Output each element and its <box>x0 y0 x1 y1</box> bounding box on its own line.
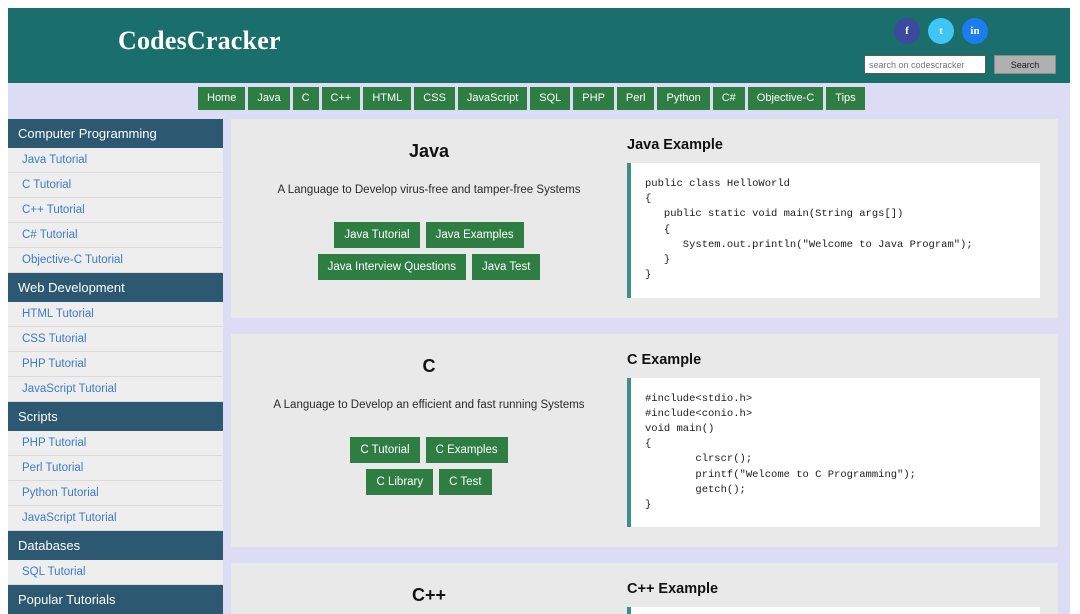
site-logo[interactable]: CodesCracker <box>118 26 281 55</box>
lang-example: Java Example public class HelloWorld { pu… <box>627 119 1058 318</box>
lang-panel-c: C A Language to Develop an efficient and … <box>231 333 1058 548</box>
nav-item-c[interactable]: C++ <box>321 86 361 110</box>
example-title: C Example <box>627 351 702 368</box>
nav-item-home[interactable]: Home <box>198 86 246 110</box>
sidebar-link-html-tutorial[interactable]: HTML Tutorial <box>8 302 223 327</box>
sidebar-link-css-tutorial[interactable]: CSS Tutorial <box>8 327 223 352</box>
sidebar-link-java-tutorial[interactable]: Java Tutorial <box>8 148 223 173</box>
lang-example: C++ Example #include<iostream.h> #include… <box>627 563 1058 614</box>
lang-example: C Example #include<stdio.h> #include<coni… <box>627 334 1058 548</box>
sidebar-link-javascript-tutorial[interactable]: JavaScript Tutorial <box>8 377 223 402</box>
facebook-icon[interactable]: f <box>894 18 920 44</box>
lang-panel-java: Java A Language to Develop virus-free and… <box>231 119 1058 318</box>
lang-description: A Language to Develop an efficient and f… <box>273 398 585 411</box>
sidebar-link-php-tutorial[interactable]: PHP Tutorial <box>8 352 223 377</box>
nav-item-sql[interactable]: SQL <box>530 86 571 110</box>
code-block: #include<iostream.h> #include<conio.h> <box>627 607 1040 614</box>
sidebar-group-web-development: Web Development <box>8 273 223 302</box>
nav-item-tips[interactable]: Tips <box>826 86 865 110</box>
sidebar-link-perl-tutorial[interactable]: Perl Tutorial <box>8 456 223 481</box>
lang-summary: C++A Language to Develop System Software <box>231 563 627 614</box>
sidebar-link-javascript-tutorial[interactable]: JavaScript Tutorial <box>8 506 223 531</box>
lang-button-c-test[interactable]: C Test <box>439 468 492 495</box>
nav-item-c[interactable]: C <box>292 86 319 110</box>
search-button[interactable]: Search <box>994 55 1056 74</box>
nav-item-objective-c[interactable]: Objective-C <box>747 86 824 110</box>
nav-item-perl[interactable]: Perl <box>616 86 655 110</box>
sidebar-link-c-tutorial[interactable]: C Tutorial <box>8 173 223 198</box>
lang-button-java-test[interactable]: Java Test <box>472 254 541 280</box>
sidebar-group-databases: Databases <box>8 531 223 560</box>
example-title: Java Example <box>627 137 723 153</box>
nav-item-css[interactable]: CSS <box>414 86 455 110</box>
search-input[interactable] <box>864 55 986 74</box>
sidebar-group-computer-programming: Computer Programming <box>8 119 223 148</box>
lang-description: A Language to Develop virus-free and tam… <box>277 184 581 196</box>
sidebar-link-objective-c-tutorial[interactable]: Objective-C Tutorial <box>8 248 223 273</box>
lang-title: C++ <box>411 585 447 606</box>
example-title: C++ Example <box>627 581 719 598</box>
site-header: CodesCracker f t in Search <box>8 8 1070 83</box>
nav-item-javascript[interactable]: JavaScript <box>457 86 528 110</box>
nav-item-java[interactable]: Java <box>248 86 290 110</box>
linkedin-icon[interactable]: in <box>962 18 988 44</box>
lang-button-java-interview-questions[interactable]: Java Interview Questions <box>317 254 467 280</box>
nav-item-python[interactable]: Python <box>657 86 710 110</box>
lang-title: C <box>422 355 436 376</box>
lang-button-c-library[interactable]: C Library <box>366 468 434 495</box>
lang-title: Java <box>408 141 450 161</box>
nav-item-c[interactable]: C# <box>712 86 745 110</box>
sidebar-link-python-tutorial[interactable]: Python Tutorial <box>8 481 223 506</box>
sidebar-link-sql-tutorial[interactable]: SQL Tutorial <box>8 560 223 585</box>
lang-panel-c++: C++A Language to Develop System Software… <box>231 563 1058 614</box>
search-form: Search <box>864 55 1056 74</box>
main-content: Java A Language to Develop virus-free and… <box>231 119 1058 614</box>
sidebar-group-popular-tutorials: Popular Tutorials <box>8 585 223 614</box>
lang-summary: Java A Language to Develop virus-free and… <box>231 119 627 318</box>
lang-button-c-examples[interactable]: C Examples <box>425 436 508 463</box>
lang-button-java-examples[interactable]: Java Examples <box>425 222 524 248</box>
code-block: public class HelloWorld { public static … <box>627 163 1040 298</box>
lang-button-java-tutorial[interactable]: Java Tutorial <box>334 222 420 248</box>
sidebar-group-scripts: Scripts <box>8 402 223 431</box>
nav-item-html[interactable]: HTML <box>363 86 412 110</box>
lang-summary: C A Language to Develop an efficient and … <box>231 334 627 548</box>
social-links: f t in <box>894 18 988 44</box>
sidebar-link-c-tutorial[interactable]: C++ Tutorial <box>8 198 223 223</box>
sidebar-link-c-tutorial[interactable]: C# Tutorial <box>8 223 223 248</box>
nav-item-php[interactable]: PHP <box>573 86 614 110</box>
sidebar-link-php-tutorial[interactable]: PHP Tutorial <box>8 431 223 456</box>
lang-button-c-tutorial[interactable]: C Tutorial <box>350 436 420 463</box>
code-block: #include<stdio.h> #include<conio.h> void… <box>627 377 1040 528</box>
twitter-icon[interactable]: t <box>928 18 954 44</box>
